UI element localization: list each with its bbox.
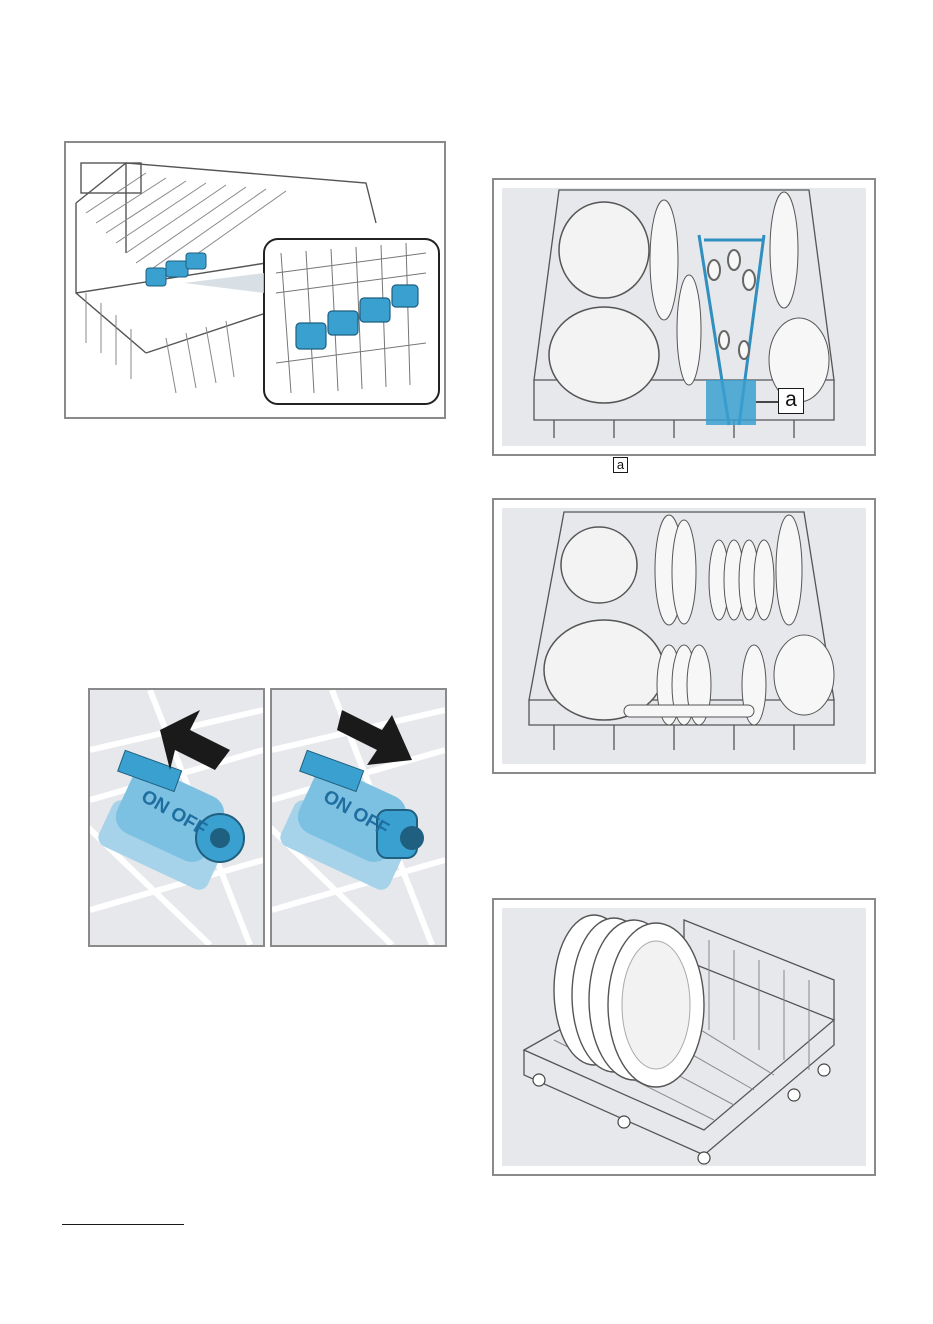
figure-lower-basket [492,898,876,1176]
figure-sprinkler-basket [64,141,446,419]
plates-basket-illustration [494,500,874,772]
cutlery-basket-illustration [494,180,874,454]
figure-cutlery-basket: a [492,178,876,456]
switch-off-illustration: ON OFF [272,690,445,945]
figure-plates-basket [492,498,876,774]
figure-switch-off: ON OFF [270,688,447,947]
footnote-rule [62,1224,184,1225]
legend-marker-a: a [613,457,628,473]
callout-a: a [778,388,804,414]
basket-illustration [66,143,444,417]
lower-basket-illustration [494,900,874,1174]
switch-on-illustration: ON OFF [90,690,263,945]
figure-switch-on: ON OFF [88,688,265,947]
